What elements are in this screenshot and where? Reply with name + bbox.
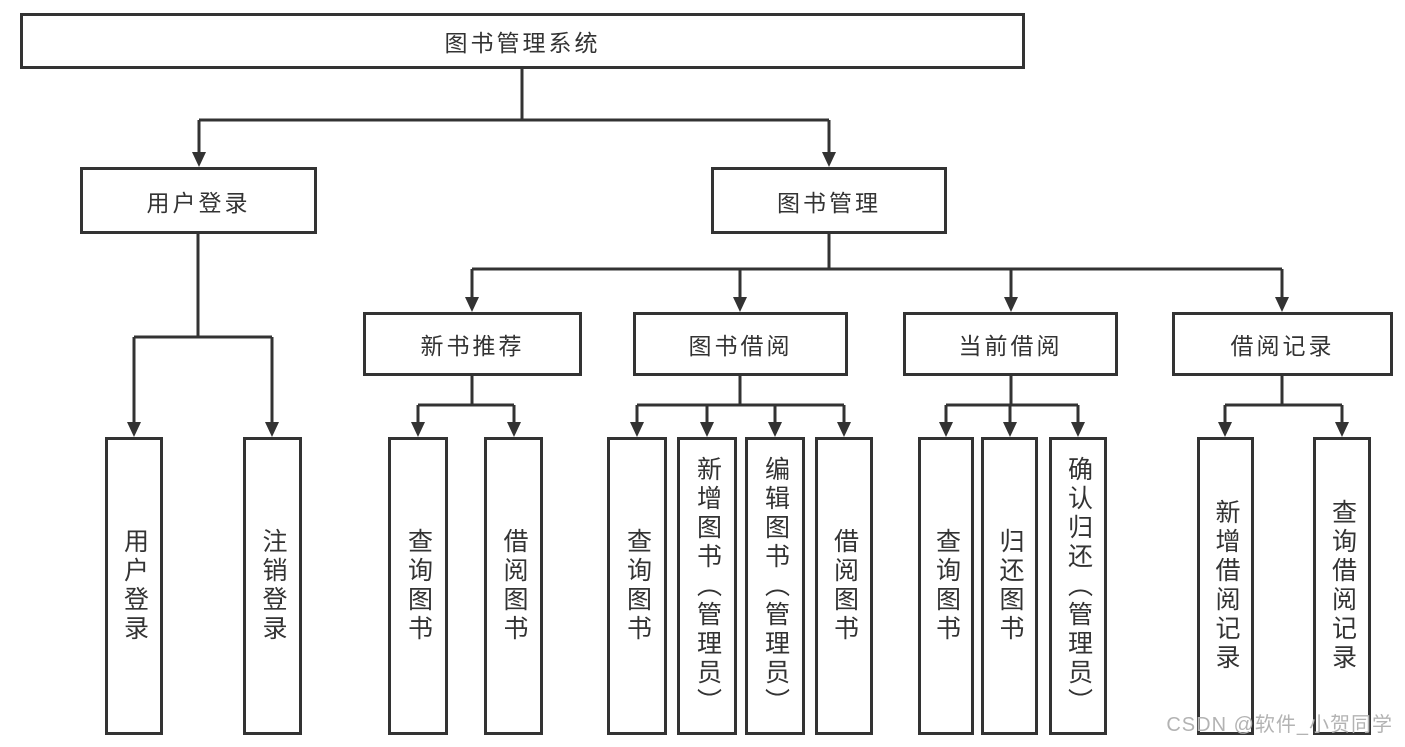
node-label: 图书管理: [777, 189, 881, 216]
csdn-watermark: CSDN @软件_小贺同学: [1166, 714, 1393, 736]
node-label: 图书借阅: [688, 333, 793, 359]
leaf-query-books-2: 查询图书: [607, 437, 667, 735]
node-borrowing-records: 借阅记录: [1172, 312, 1393, 376]
node-label: 当前借阅: [958, 333, 1063, 359]
node-label: 借阅记录: [1230, 333, 1335, 359]
node-user-login: 用户登录: [80, 167, 317, 234]
node-label: 注销登录: [259, 528, 287, 644]
node-book-borrowing: 图书借阅: [633, 312, 848, 376]
node-label: 确认归还（管理员）: [1064, 455, 1093, 717]
node-label: 编辑图书（管理员）: [761, 455, 790, 717]
node-label: 查询图书: [404, 528, 433, 644]
node-label: 用户登录: [146, 189, 251, 216]
node-label: 查询图书: [932, 528, 961, 644]
leaf-borrow-books-1: 借阅图书: [484, 437, 543, 735]
node-current-borrowing: 当前借阅: [903, 312, 1118, 376]
leaf-add-book-admin: 新增图书（管理员）: [677, 437, 737, 735]
leaf-add-borrow-record: 新增借阅记录: [1197, 437, 1254, 735]
leaf-query-books-1: 查询图书: [388, 437, 448, 735]
leaf-logout: 注销登录: [243, 437, 302, 735]
node-label: 新增借阅记录: [1212, 499, 1240, 673]
node-label: 新增图书（管理员）: [693, 455, 722, 717]
node-label: 归还图书: [996, 528, 1024, 644]
leaf-borrow-books-2: 借阅图书: [815, 437, 873, 735]
node-label: 借阅图书: [500, 528, 528, 644]
leaf-return-book: 归还图书: [981, 437, 1038, 735]
node-label: 查询图书: [623, 528, 652, 644]
node-label: 新书推荐: [420, 333, 525, 359]
node-label: 借阅图书: [830, 528, 859, 644]
leaf-user-login: 用户登录: [105, 437, 163, 735]
node-label: 用户登录: [120, 528, 149, 644]
leaf-confirm-return-admin: 确认归还（管理员）: [1049, 437, 1107, 735]
node-book-management: 图书管理: [711, 167, 947, 234]
node-new-book-recommendation: 新书推荐: [363, 312, 582, 376]
node-book-management-system: 图书管理系统: [20, 13, 1025, 69]
node-label: 查询借阅记录: [1328, 499, 1357, 673]
leaf-query-books-3: 查询图书: [918, 437, 974, 735]
leaf-edit-book-admin: 编辑图书（管理员）: [745, 437, 805, 735]
leaf-query-borrow-record: 查询借阅记录: [1313, 437, 1371, 735]
node-label: 图书管理系统: [444, 30, 601, 56]
